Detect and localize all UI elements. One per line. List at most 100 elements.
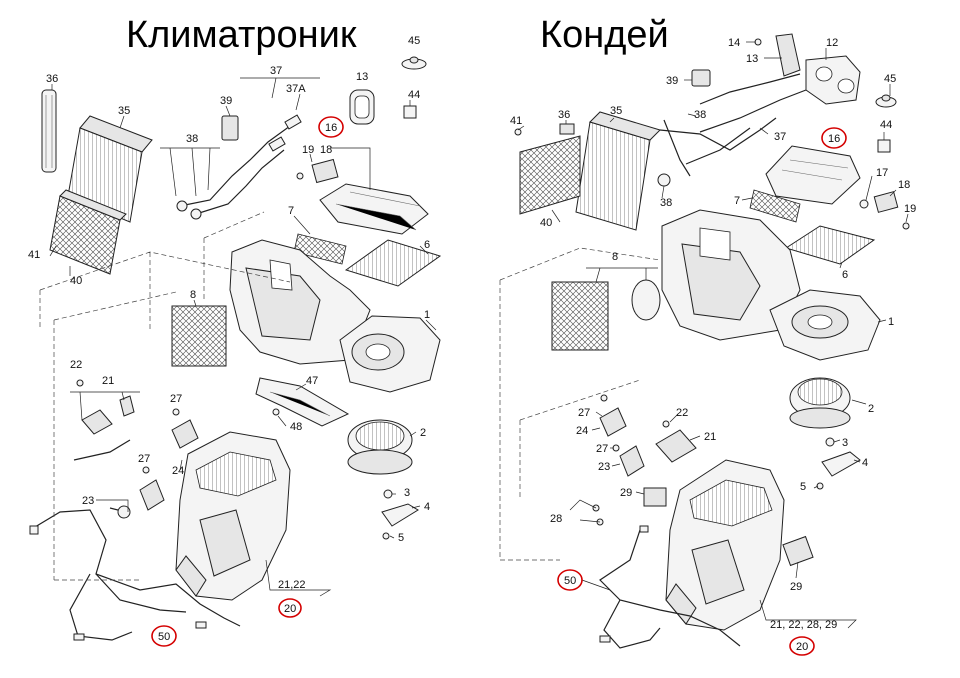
right-label-35: 35 bbox=[610, 105, 622, 117]
left-label-21-22: 21,22 bbox=[278, 579, 306, 591]
right-label-1: 1 bbox=[888, 316, 894, 328]
left-label-13: 13 bbox=[356, 71, 368, 83]
right-part-16-housing bbox=[765, 145, 861, 205]
left-label-19: 19 bbox=[302, 144, 314, 156]
right-part-18 bbox=[873, 191, 899, 213]
left-label-16: 16 bbox=[325, 122, 337, 134]
left-label-2: 2 bbox=[420, 427, 426, 439]
right-part-17 bbox=[859, 199, 869, 209]
right-part-6-filter bbox=[784, 225, 876, 265]
right-part-38-clip bbox=[657, 173, 671, 187]
left-label-35: 35 bbox=[118, 105, 130, 117]
right-part-40-heater bbox=[519, 135, 581, 215]
right-label-4: 4 bbox=[862, 457, 868, 469]
right-label-21-22-28-29: 21, 22, 28, 29 bbox=[770, 619, 837, 631]
left-part-18 bbox=[311, 158, 339, 184]
right-label-29b: 29 bbox=[790, 581, 802, 593]
left-part-22 bbox=[76, 379, 84, 387]
left-label-3: 3 bbox=[404, 487, 410, 499]
left-label-6: 6 bbox=[424, 239, 430, 251]
left-part-8-filter bbox=[171, 305, 227, 367]
left-label-4: 4 bbox=[424, 501, 430, 513]
right-main-housing bbox=[661, 209, 801, 341]
left-part-16-housing bbox=[319, 183, 429, 235]
left-part-36 bbox=[41, 89, 57, 173]
right-part-8-filter bbox=[551, 279, 661, 351]
left-diagram: 36 35 37 37A 39 38 13 45 44 16 19 18 7 6… bbox=[28, 35, 442, 647]
left-label-50: 50 bbox=[158, 631, 170, 643]
right-label-2: 2 bbox=[868, 403, 874, 415]
left-label-37a: 37A bbox=[286, 83, 306, 95]
left-part-5 bbox=[382, 532, 390, 540]
right-part-27a bbox=[600, 394, 608, 402]
right-part-3 bbox=[825, 437, 835, 447]
left-label-24: 24 bbox=[172, 465, 184, 477]
left-part-50-harness bbox=[29, 509, 241, 641]
left-highlight-16 bbox=[318, 116, 344, 138]
left-part-48 bbox=[272, 408, 280, 416]
right-label-5: 5 bbox=[800, 481, 806, 493]
right-label-45: 45 bbox=[884, 73, 896, 85]
right-label-37: 37 bbox=[774, 131, 786, 143]
left-label-18: 18 bbox=[320, 144, 332, 156]
right-label-17: 17 bbox=[876, 167, 888, 179]
right-label-39: 39 bbox=[666, 75, 678, 87]
left-label-27b: 27 bbox=[138, 453, 150, 465]
right-part-1-blower-housing bbox=[769, 289, 881, 361]
left-part-23 bbox=[139, 479, 165, 511]
right-part-29a bbox=[643, 487, 667, 507]
right-label-20: 20 bbox=[796, 641, 808, 653]
left-label-1: 1 bbox=[424, 309, 430, 321]
left-label-8: 8 bbox=[190, 289, 196, 301]
left-part-4 bbox=[381, 503, 419, 527]
right-pipes bbox=[659, 73, 807, 177]
right-label-3: 3 bbox=[842, 437, 848, 449]
right-heading: Кондей bbox=[540, 14, 669, 56]
right-part-7 bbox=[749, 189, 801, 223]
left-label-41: 41 bbox=[28, 249, 40, 261]
left-part-27a bbox=[172, 408, 180, 416]
right-label-18: 18 bbox=[898, 179, 910, 191]
left-highlight-20 bbox=[278, 598, 302, 618]
right-label-21: 21 bbox=[704, 431, 716, 443]
right-part-2-blower-motor bbox=[789, 377, 851, 429]
left-part-44 bbox=[403, 100, 417, 119]
left-label-5: 5 bbox=[398, 532, 404, 544]
right-part-50-harness bbox=[599, 525, 741, 649]
right-lower-housing bbox=[665, 459, 785, 631]
left-label-20: 20 bbox=[284, 603, 296, 615]
left-part-45 bbox=[401, 56, 427, 70]
right-part-13 bbox=[775, 33, 801, 77]
right-label-7: 7 bbox=[734, 195, 740, 207]
right-part-19 bbox=[902, 222, 910, 230]
right-label-8: 8 bbox=[612, 251, 618, 263]
left-part-1-blower-housing bbox=[339, 315, 441, 393]
left-label-23: 23 bbox=[82, 495, 94, 507]
right-part-29b bbox=[782, 535, 814, 567]
left-part-2-blower-motor bbox=[347, 419, 413, 475]
left-highlight-50 bbox=[151, 625, 177, 647]
left-part-40-heater bbox=[49, 189, 127, 275]
right-label-19: 19 bbox=[904, 203, 916, 215]
right-part-28 bbox=[592, 504, 604, 526]
right-label-44: 44 bbox=[880, 119, 892, 131]
right-highlight-50 bbox=[557, 569, 583, 591]
right-label-29a: 29 bbox=[620, 487, 632, 499]
left-lower-housing bbox=[175, 431, 291, 601]
left-pipes bbox=[176, 114, 302, 220]
right-label-27b: 27 bbox=[596, 443, 608, 455]
left-part-7 bbox=[293, 233, 347, 265]
left-part-24 bbox=[171, 419, 199, 449]
right-part-22 bbox=[662, 420, 670, 428]
left-part-3 bbox=[383, 489, 393, 499]
right-part-23 bbox=[619, 445, 645, 477]
right-part-39 bbox=[691, 69, 711, 87]
right-label-41: 41 bbox=[510, 115, 522, 127]
left-part-47-duct bbox=[255, 377, 350, 427]
right-label-6: 6 bbox=[842, 269, 848, 281]
left-leaders bbox=[49, 77, 437, 597]
right-label-36: 36 bbox=[558, 109, 570, 121]
left-label-39: 39 bbox=[220, 95, 232, 107]
